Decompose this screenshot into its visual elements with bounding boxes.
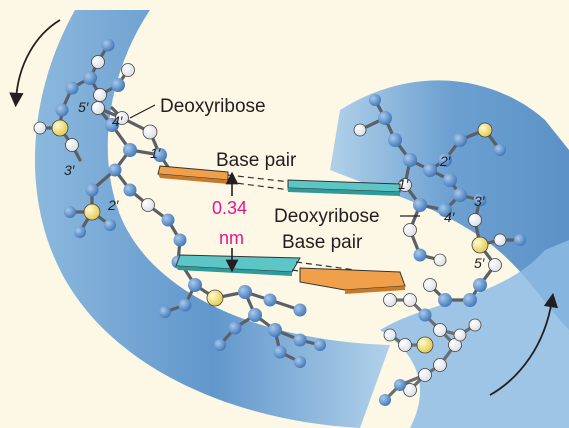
atom-number-right-2: 2′ bbox=[439, 153, 452, 169]
atom-number-right-3: 3′ bbox=[474, 193, 486, 209]
deoxyribose-label-right: Deoxyribose bbox=[274, 206, 380, 227]
atom-number-left-2: 2′ bbox=[107, 197, 120, 213]
base-pair-label-top: Base pair bbox=[216, 150, 297, 171]
atom-number-left-4: 4′ bbox=[112, 113, 124, 129]
lower-strand-molecule bbox=[159, 260, 326, 368]
lower-right-molecule bbox=[379, 293, 482, 406]
atom-number-right-5: 5′ bbox=[474, 255, 486, 271]
atom-number-right-4: 4′ bbox=[444, 209, 456, 225]
base-pair-label-bottom: Base pair bbox=[282, 232, 363, 253]
atom-number-left-3: 3′ bbox=[64, 162, 76, 178]
upper-base-pair bbox=[157, 165, 401, 196]
atom-number-right-1: 1′ bbox=[398, 176, 410, 192]
right-strand-molecule bbox=[353, 94, 526, 307]
curved-arrow-up-icon bbox=[489, 292, 559, 396]
deoxyribose-leader-line bbox=[129, 104, 156, 119]
curved-arrow-down-icon bbox=[9, 19, 61, 108]
deoxyribose-label-top: Deoxyribose bbox=[160, 96, 266, 117]
distance-unit: nm bbox=[219, 228, 244, 248]
atom-number-left-1: 1′ bbox=[150, 145, 162, 161]
atom-number-left-5: 5′ bbox=[78, 99, 90, 115]
backbone-ribbon-left bbox=[34, 10, 390, 428]
left-strand-molecule bbox=[33, 38, 187, 269]
distance-value: 0.34 bbox=[212, 198, 247, 218]
